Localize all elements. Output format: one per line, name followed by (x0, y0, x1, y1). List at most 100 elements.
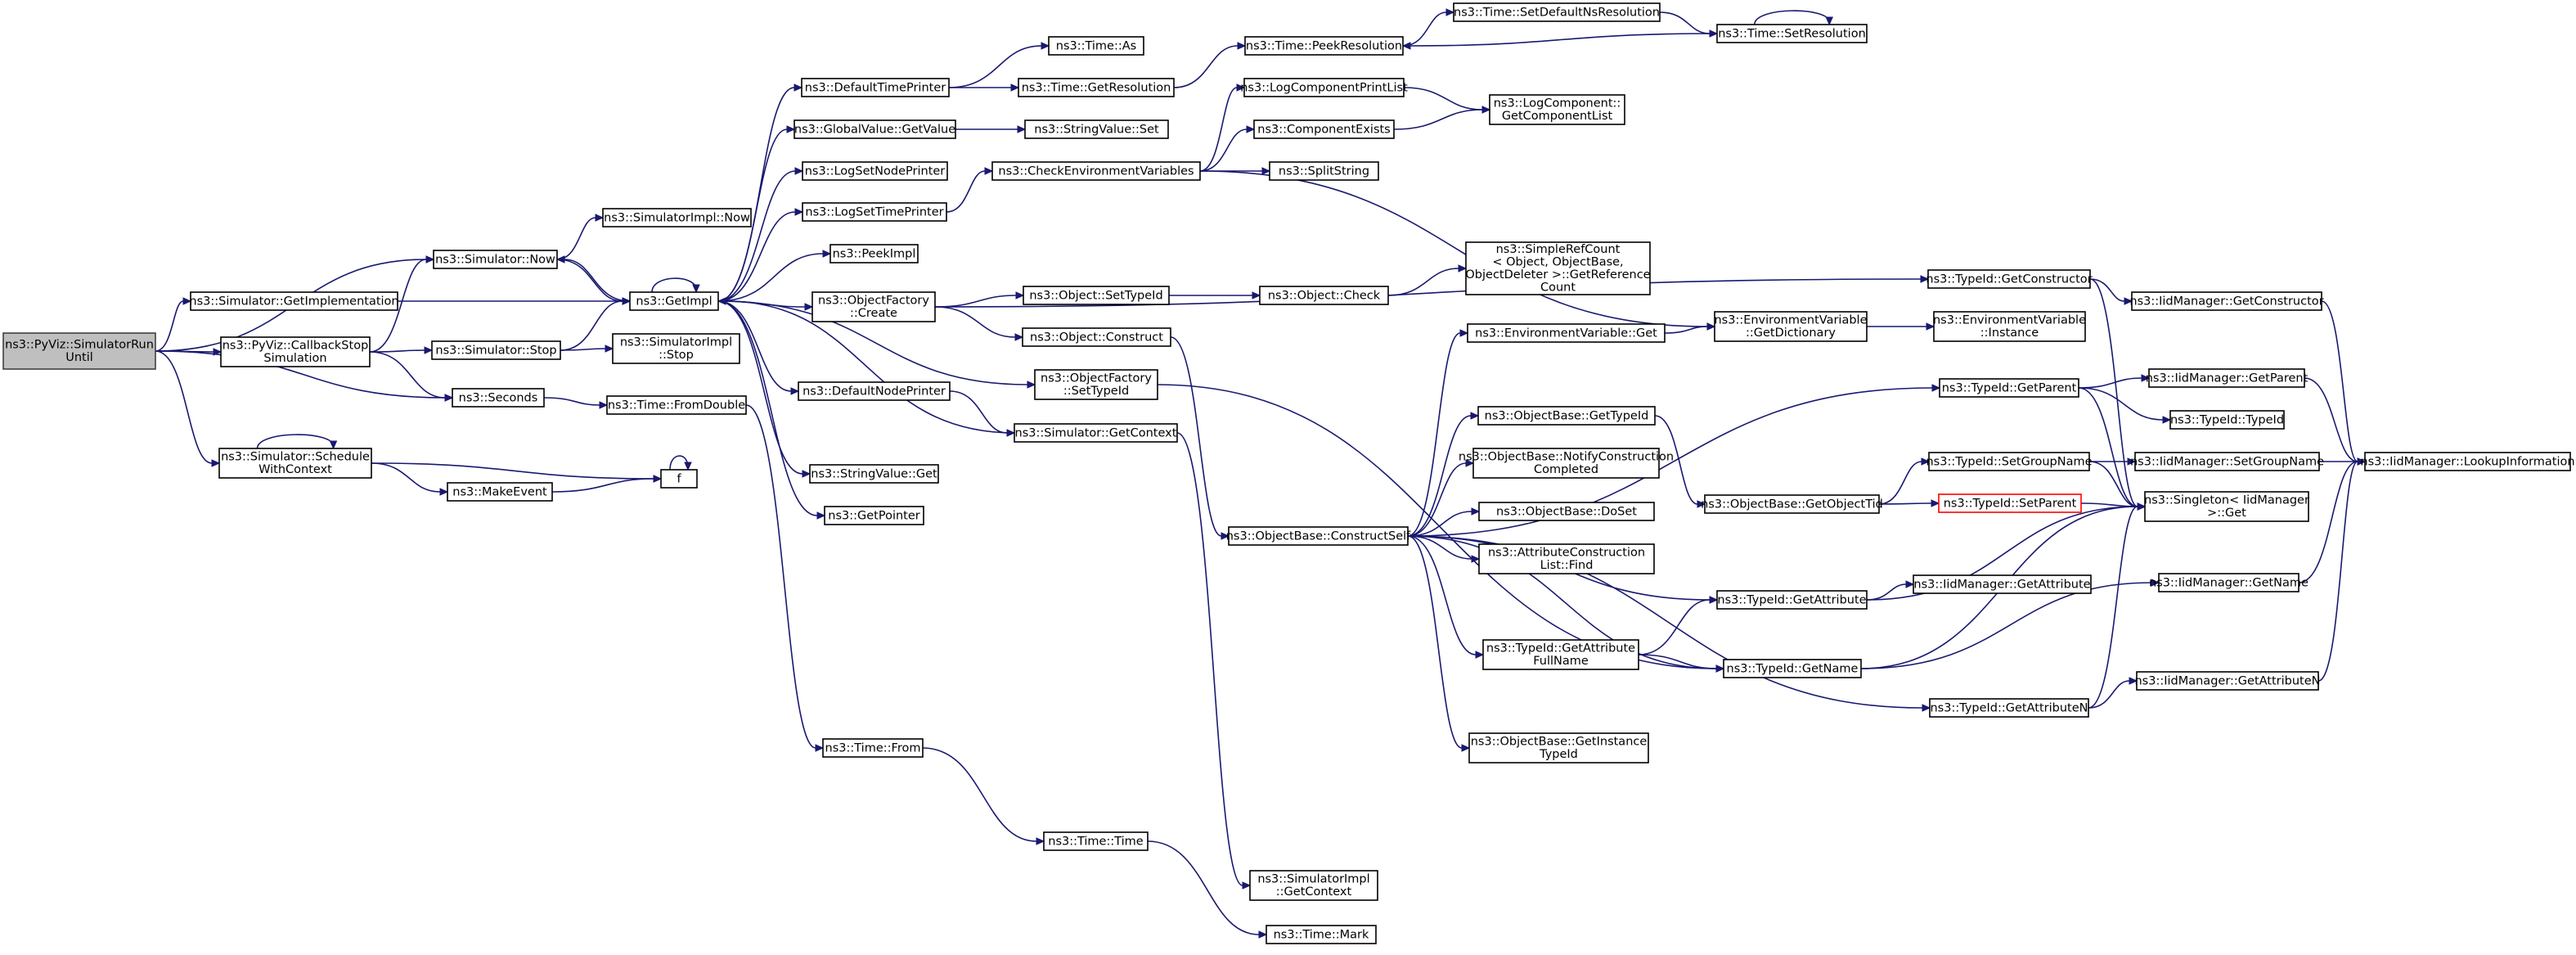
node-envInstance[interactable]: ns3::EnvironmentVariable::Instance (1933, 311, 2086, 342)
edge-arrowhead (1475, 651, 1485, 659)
edge-line (2088, 461, 2138, 507)
node-logCompGetList[interactable]: ns3::LogComponent::GetComponentList (1489, 94, 1625, 125)
node-envGet[interactable]: ns3::EnvironmentVariable::Get (1467, 323, 1666, 343)
node-tidSetGroup[interactable]: ns3::TypeId::SetGroupName (1926, 452, 2093, 471)
node-obNotify[interactable]: ns3::ObjectBase::NotifyConstructionCompl… (1459, 448, 1674, 479)
node-iidGetParent[interactable]: ns3::IidManager::GetParent (2146, 368, 2309, 388)
node-simImplGetCtx[interactable]: ns3::SimulatorImpl::GetContext (1249, 870, 1378, 901)
node-tidSetParent[interactable]: ns3::TypeId::SetParent (1938, 493, 2082, 513)
edge-arrowhead (2129, 677, 2138, 685)
node-seconds[interactable]: ns3::Seconds (452, 388, 545, 408)
node-simImplStop[interactable]: ns3::SimulatorImpl::Stop (612, 333, 740, 364)
node-tidGetParent[interactable]: ns3::TypeId::GetParent (1939, 378, 2079, 398)
node-tidTypeId[interactable]: ns3::TypeId::TypeId (2169, 410, 2285, 430)
node-box (2169, 410, 2285, 430)
node-iidGetAttr[interactable]: ns3::IidManager::GetAttribute (1913, 574, 2092, 594)
node-objSetTypeId[interactable]: ns3::Object::SetTypeId (1023, 286, 1170, 305)
node-objConstruct[interactable]: ns3::Object::Construct (1022, 327, 1171, 347)
edge-line (155, 350, 446, 399)
node-tidGetName[interactable]: ns3::TypeId::GetName (1723, 659, 1862, 678)
node-logCompPrint[interactable]: ns3::LogComponentPrintList (1240, 78, 1408, 97)
node-timeGetRes[interactable]: ns3::Time::GetResolution (1018, 78, 1175, 97)
node-simImplNow[interactable]: ns3::SimulatorImpl::Now (602, 208, 752, 227)
node-tidGetCtor[interactable]: ns3::TypeId::GetConstructor (1926, 269, 2093, 289)
node-timeAs[interactable]: ns3::Time::As (1048, 36, 1144, 56)
node-simNow[interactable]: ns3::Simulator::Now (433, 250, 558, 269)
node-compExists[interactable]: ns3::ComponentExists (1253, 119, 1395, 139)
node-timeMark[interactable]: ns3::Time::Mark (1266, 925, 1377, 944)
node-box (1933, 311, 2086, 342)
edge-arrowhead (1014, 333, 1024, 341)
node-logSetNode[interactable]: ns3::LogSetNodePrinter (802, 161, 948, 181)
node-ofSetTypeId[interactable]: ns3::ObjectFactory::SetTypeId (1034, 369, 1158, 400)
edge-peekRes-to-setDefaultNs (1402, 8, 1455, 47)
edge-tidGetAttrFull-to-tidGetName (1638, 654, 1725, 673)
edge-line (1402, 11, 1447, 47)
edge-arrowhead (1010, 83, 1020, 92)
node-simpleRef[interactable]: ns3::SimpleRefCount< Object, ObjectBase,… (1465, 241, 1651, 295)
node-label: FullName (1533, 655, 1589, 668)
node-iidGetAttrN[interactable]: ns3::IidManager::GetAttributeN (2134, 671, 2321, 691)
node-label: ns3::IidManager::GetParent (2146, 372, 2309, 385)
node-svGet[interactable]: ns3::StringValue::Get (809, 464, 939, 484)
node-iidLookup[interactable]: ns3::IidManager::LookupInformation (2360, 452, 2575, 471)
node-obGetObjectTid[interactable]: ns3::ObjectBase::GetObjectTid (1701, 494, 1883, 514)
node-objCheck[interactable]: ns3::Object::Check (1259, 286, 1389, 305)
node-iidGetCtor[interactable]: ns3::IidManager::GetConstructor (2129, 291, 2324, 311)
node-getImpl[interactable]: ns3::GetImpl (629, 291, 719, 311)
edge-line (946, 170, 986, 213)
node-obGetTypeId[interactable]: ns3::ObjectBase::GetTypeId (1477, 406, 1656, 426)
node-tidGetAttrN[interactable]: ns3::TypeId::GetAttributeN (1929, 698, 2089, 718)
edge-cbStop-to-simNow (369, 255, 435, 353)
edge-line (1878, 461, 1922, 505)
node-makeEvent[interactable]: ns3::MakeEvent (447, 482, 553, 502)
node-timeTime[interactable]: ns3::Time::Time (1043, 831, 1149, 851)
node-simGetImpl[interactable]: ns3::Simulator::GetImplementation (189, 291, 399, 311)
node-ofCreate[interactable]: ns3::ObjectFactory::Create (811, 291, 936, 322)
node-fromDouble[interactable]: ns3::Time::FromDouble (606, 395, 747, 415)
node-tidGetAttr[interactable]: ns3::TypeId::GetAttribute (1716, 590, 1868, 610)
node-getPointer[interactable]: ns3::GetPointer (824, 506, 924, 525)
node-defNodePrinter[interactable]: ns3::DefaultNodePrinter (798, 381, 951, 401)
node-label: ns3::CheckEnvironmentVariables (998, 164, 1194, 178)
node-box (629, 291, 719, 311)
node-obDoSet[interactable]: ns3::ObjectBase::DoSet (1478, 502, 1655, 521)
node-iidSetGroup[interactable]: ns3::IidManager::SetGroupName (2130, 452, 2324, 471)
edge-arrowhead (1706, 322, 1716, 331)
node-box (447, 482, 553, 502)
node-checkEnv[interactable]: ns3::CheckEnvironmentVariables (991, 161, 1201, 181)
edge-line (1407, 535, 1463, 749)
node-iidGetName[interactable]: ns3::IidManager::GetName (2149, 573, 2309, 592)
node-peekRes[interactable]: ns3::Time::PeekResolution (1244, 36, 1404, 56)
edge-getImpl-to-simNow (555, 255, 631, 302)
node-simStop[interactable]: ns3::Simulator::Stop (431, 340, 561, 360)
node-peekImpl[interactable]: ns3::PeekImpl (829, 244, 919, 264)
edge-arrowhead (1221, 532, 1230, 540)
node-simGetContext[interactable]: ns3::Simulator::GetContext (1014, 423, 1178, 443)
edge-cbStop-to-seconds (369, 351, 454, 402)
node-setResolution[interactable]: ns3::Time::SetResolution (1716, 24, 1868, 43)
edge-simGetContext-to-simImplGetCtx (1176, 432, 1252, 890)
node-label: ::Instance (1980, 327, 2039, 340)
node-svSet[interactable]: ns3::StringValue::Set (1024, 119, 1169, 139)
node-envGetDict[interactable]: ns3::EnvironmentVariable::GetDictionary (1714, 311, 1868, 342)
node-splitString[interactable]: ns3::SplitString (1269, 161, 1379, 181)
node-timeFrom[interactable]: ns3::Time::From (822, 738, 924, 758)
node-label: Simulation (263, 352, 326, 365)
node-box (606, 395, 747, 415)
node-gvGetValue[interactable]: ns3::GlobalValue::GetValue (793, 119, 956, 139)
node-f[interactable]: f (660, 469, 698, 489)
node-setDefaultNs[interactable]: ns3::Time::SetDefaultNsResolution (1453, 2, 1661, 22)
edge-arrowhead (1041, 42, 1050, 50)
node-constructSelf[interactable]: ns3::ObjectBase::ConstructSelf (1226, 526, 1411, 546)
node-defTimePrinter[interactable]: ns3::DefaultTimePrinter (801, 78, 950, 97)
node-logSetTime[interactable]: ns3::LogSetTimePrinter (802, 202, 947, 222)
node-singletonGet[interactable]: ns3::Singleton< IidManager >::Get (2144, 491, 2309, 522)
node-label: ns3::Time::PeekResolution (1246, 39, 1402, 52)
